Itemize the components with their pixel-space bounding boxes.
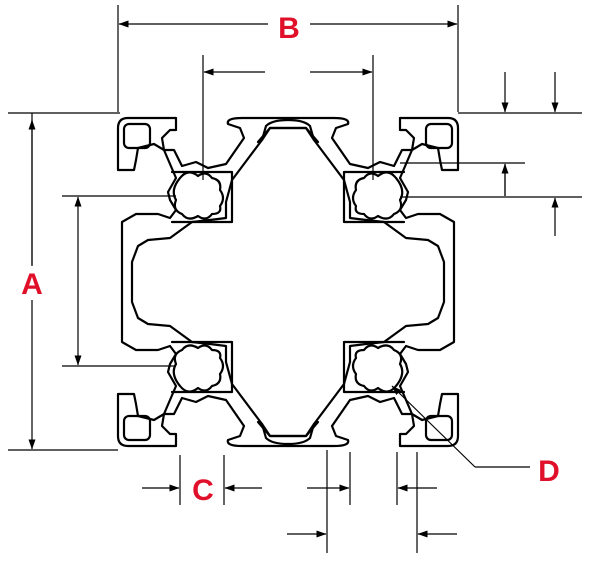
profile-body [116,116,460,448]
profile-outline-quarter [116,116,290,284]
label-b: B [278,12,300,45]
corner-cavity [122,122,152,150]
t-slot-channel [170,170,234,224]
dimension-c [142,455,262,505]
dimension-b [117,5,459,112]
dimension-d-leader [391,385,530,468]
dimension-bottom-detail [287,450,457,553]
label-a: A [21,268,43,301]
t-slot-cavity [172,171,225,220]
dimension-slot-spacing [202,55,374,180]
dimension-right-wall [400,72,582,236]
label-c: C [192,474,214,507]
label-d: D [538,455,560,488]
dimension-a [8,112,120,451]
dimension-slot-pitch [62,195,176,367]
